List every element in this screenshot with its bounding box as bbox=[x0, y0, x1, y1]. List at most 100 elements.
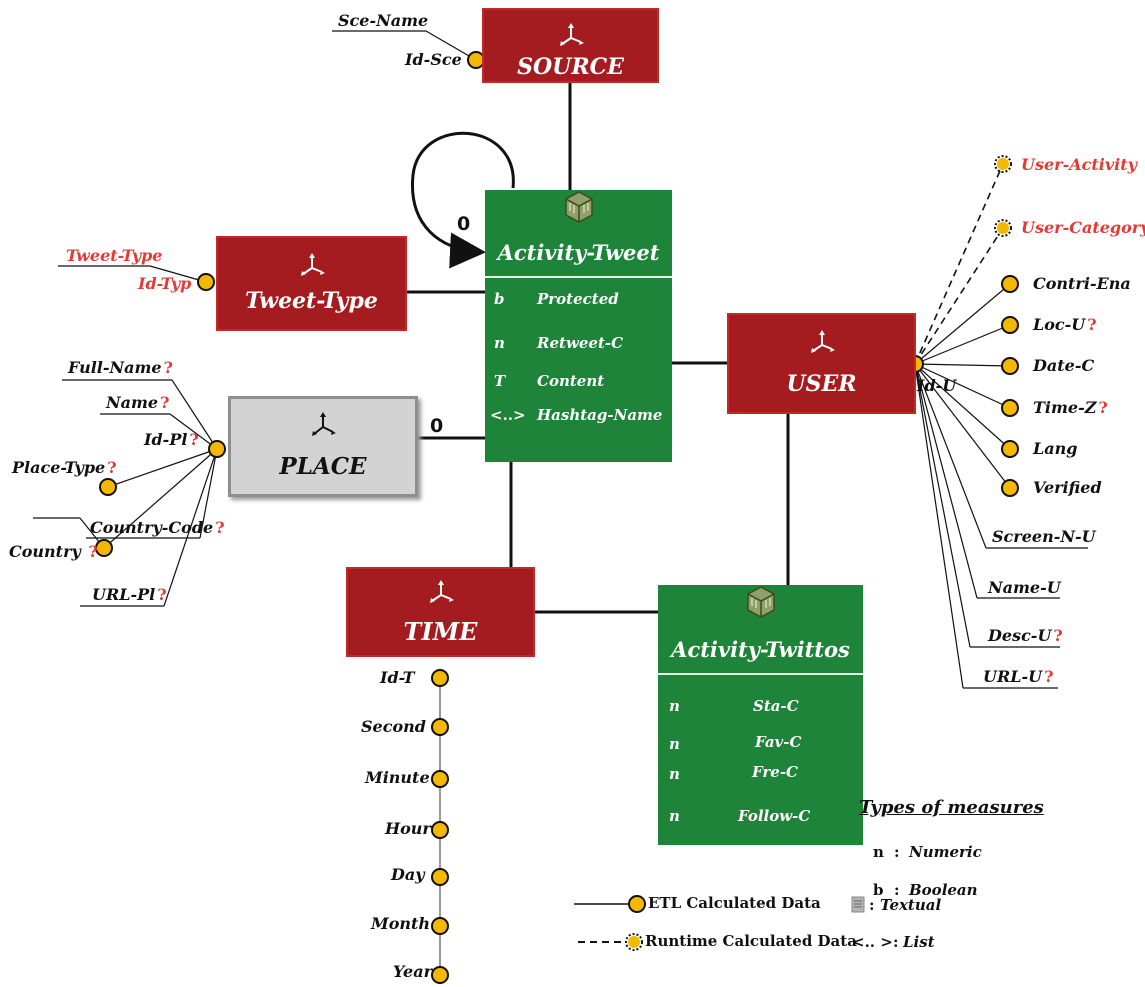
measure-sta-c: Sta-C bbox=[753, 697, 799, 715]
level-id-t: Id-T bbox=[380, 668, 415, 687]
type-sym-list: <.. > bbox=[852, 933, 893, 951]
types-title: Types of measures bbox=[859, 797, 1044, 818]
reflexive-arrow bbox=[411, 131, 515, 269]
measure-type: <..> bbox=[490, 406, 526, 424]
attr-lang: Lang bbox=[1033, 439, 1078, 458]
user-dimension[interactable]: USER bbox=[727, 313, 916, 414]
user-title: USER bbox=[786, 371, 857, 397]
attr-time-z: Time-Z? bbox=[1033, 398, 1108, 417]
level-hour: Hour bbox=[385, 819, 431, 838]
node-lang bbox=[1001, 440, 1019, 458]
legend-etl-node bbox=[628, 895, 646, 913]
type-boolean: Boolean bbox=[909, 881, 978, 899]
tweet-type-dimension[interactable]: Tweet-Type bbox=[216, 236, 407, 331]
attr-contri-ena: Contri-Ena bbox=[1033, 274, 1131, 293]
node-loc-u bbox=[1001, 316, 1019, 334]
node-verified bbox=[1001, 479, 1019, 497]
type-sep: : bbox=[894, 881, 900, 899]
node-id-typ bbox=[197, 273, 215, 291]
source-title: SOURCE bbox=[517, 54, 624, 80]
measure-fre-c: Fre-C bbox=[752, 763, 798, 781]
measure-type: n bbox=[669, 735, 680, 753]
type-sym-n: n bbox=[873, 843, 884, 861]
level-year: Year bbox=[393, 962, 433, 981]
time-dimension[interactable]: TIME bbox=[346, 567, 535, 657]
level-day: Day bbox=[391, 865, 425, 884]
document-icon bbox=[851, 896, 865, 913]
measure-fav-c: Fav-C bbox=[755, 733, 802, 751]
node-date-c bbox=[1001, 357, 1019, 375]
attr-url-pl: URL-Pl? bbox=[92, 585, 167, 604]
tweet-type-title: Tweet-Type bbox=[245, 288, 378, 314]
node-place-type bbox=[99, 478, 117, 496]
type-sep: : bbox=[893, 933, 899, 951]
attr-place-type: Place-Type? bbox=[12, 458, 117, 477]
type-textual: Textual bbox=[880, 896, 942, 914]
attr-user-category: User-Category bbox=[1021, 218, 1145, 237]
axes-icon bbox=[308, 411, 338, 443]
node-second bbox=[431, 718, 449, 736]
measure-retweet-c: Retweet-C bbox=[537, 334, 624, 352]
measure-content: Content bbox=[537, 372, 605, 390]
measure-type: n bbox=[669, 807, 680, 825]
node-id-pl bbox=[208, 440, 226, 458]
measure-type: T bbox=[494, 372, 506, 390]
measure-hashtag-name: Hashtag-Name bbox=[537, 406, 663, 424]
type-list: List bbox=[903, 933, 935, 951]
node-user-activity bbox=[994, 155, 1012, 173]
type-sym-b: b bbox=[873, 881, 884, 899]
node-user-category bbox=[994, 219, 1012, 237]
legend-runtime-node bbox=[625, 933, 643, 951]
place-zero-label: 0 bbox=[430, 415, 444, 437]
place-dimension[interactable]: PLACE bbox=[228, 396, 418, 497]
level-second: Second bbox=[361, 717, 426, 736]
level-month: Month bbox=[371, 914, 431, 933]
measure-follow-c: Follow-C bbox=[738, 807, 811, 825]
attr-country: Country ? bbox=[9, 542, 98, 561]
attr-loc-u: Loc-U? bbox=[1033, 315, 1097, 334]
legend-runtime-label: Runtime Calculated Data bbox=[645, 932, 857, 950]
attr-name: Name? bbox=[106, 393, 170, 412]
attr-tweet-type: Tweet-Type bbox=[66, 246, 163, 265]
attr-verified: Verified bbox=[1033, 478, 1102, 497]
node-minute bbox=[431, 770, 449, 788]
attr-url-u: URL-U? bbox=[983, 667, 1054, 686]
type-sep: : bbox=[869, 896, 875, 914]
attr-full-name: Full-Name? bbox=[68, 358, 173, 377]
node-id-t bbox=[431, 669, 449, 687]
attr-desc-u: Desc-U? bbox=[988, 626, 1063, 645]
node-day bbox=[431, 868, 449, 886]
cube-icon bbox=[562, 190, 596, 228]
attr-country-code: Country-Code? bbox=[90, 518, 225, 537]
type-sep: : bbox=[894, 843, 900, 861]
attr-user-activity: User-Activity bbox=[1021, 155, 1137, 174]
place-title: PLACE bbox=[279, 453, 367, 480]
type-numeric: Numeric bbox=[909, 843, 982, 861]
axes-icon bbox=[556, 22, 586, 52]
measure-type: n bbox=[669, 765, 680, 783]
level-minute: Minute bbox=[365, 768, 430, 787]
activity-twittos-fact[interactable]: Activity-Twittos n Sta-C n Fav-C n Fre-C… bbox=[658, 585, 863, 845]
activity-tweet-title: Activity-Tweet bbox=[497, 240, 660, 265]
legend-etl-label: ETL Calculated Data bbox=[648, 894, 821, 912]
node-country bbox=[95, 539, 113, 557]
axes-icon bbox=[297, 252, 327, 282]
node-month bbox=[431, 917, 449, 935]
attr-id-sce: Id-Sce bbox=[405, 50, 462, 69]
node-year bbox=[431, 966, 449, 984]
axes-icon bbox=[426, 579, 456, 609]
source-dimension[interactable]: SOURCE bbox=[482, 8, 659, 83]
activity-twittos-title: Activity-Twittos bbox=[671, 637, 850, 662]
cube-icon bbox=[744, 585, 778, 623]
measure-type: b bbox=[494, 290, 505, 308]
attr-sce-name: Sce-Name bbox=[338, 11, 429, 30]
activity-tweet-fact[interactable]: Activity-Tweet b Protected n Retweet-C T… bbox=[485, 190, 672, 462]
axes-icon bbox=[807, 329, 837, 359]
measure-type: n bbox=[494, 334, 505, 352]
attr-screen-n-u: Screen-N-U bbox=[992, 527, 1096, 546]
measure-type: n bbox=[669, 697, 680, 715]
reflexive-zero-label: 0 bbox=[457, 213, 471, 235]
attr-name-u: Name-U bbox=[988, 578, 1061, 597]
